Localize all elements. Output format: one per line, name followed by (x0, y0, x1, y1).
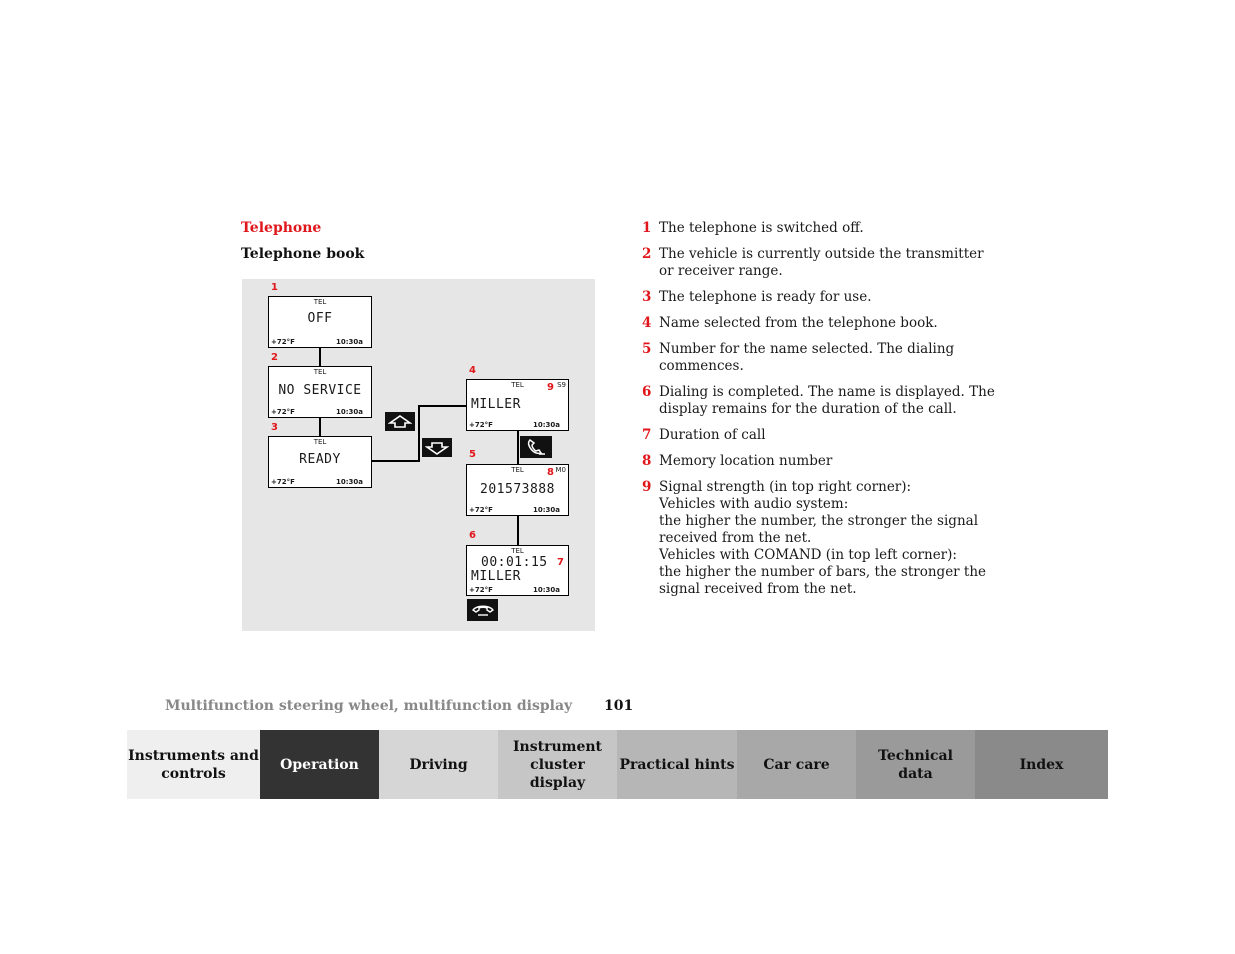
connector-line (418, 405, 420, 462)
item-number: 9 (642, 479, 652, 495)
tab-index[interactable]: Index (975, 730, 1108, 799)
display-clock: 10:30a (532, 506, 560, 514)
callout-number: 2 (271, 352, 278, 363)
display-clock: 10:30a (335, 408, 363, 416)
subsection-title: Telephone book (241, 246, 365, 262)
display-tel-label: TEL (313, 368, 327, 376)
display-tel-label: TEL (511, 466, 524, 474)
connector-line (319, 347, 321, 367)
connector-line (517, 515, 519, 546)
display-call-duration: 00:01:15 (481, 555, 548, 570)
page-number: 101 (604, 698, 634, 714)
callout-number: 5 (469, 449, 476, 460)
callout-number: 6 (469, 530, 476, 541)
display-temperature: +72°F (271, 338, 295, 346)
item-number: 1 (642, 220, 652, 236)
connector-line (517, 431, 519, 466)
item-subline: the higher the number, the stronger the … (659, 513, 979, 546)
telephone-book-figure: 1 TEL OFF +72°F 10:30a 2 TEL NO SERVICE … (242, 279, 595, 631)
list-item: 2 The vehicle is currently outside the tr… (642, 246, 1002, 280)
callout-number: 7 (557, 557, 564, 568)
item-text: The vehicle is currently outside the tra… (659, 246, 984, 279)
item-text: Duration of call (659, 427, 766, 443)
list-item: 5 Number for the name selected. The diali… (642, 341, 1002, 375)
callout-number: 3 (271, 422, 278, 433)
list-item: 6 Dialing is completed. The name is displ… (642, 384, 1002, 418)
display-clock: 10:30a (335, 338, 363, 346)
tab-instrument-cluster-display[interactable]: Instrument cluster display (498, 730, 617, 799)
display-signal-strength: S9 (557, 381, 566, 389)
phone-send-icon (520, 436, 552, 458)
display-clock: 10:30a (532, 421, 560, 429)
item-text: Memory location number (659, 453, 833, 469)
display-main-text: OFF (307, 311, 333, 326)
item-text: Number for the name selected. The dialin… (659, 341, 955, 374)
item-text: The telephone is switched off. (659, 220, 864, 236)
item-number: 5 (642, 341, 652, 357)
display-tel-label: TEL (313, 298, 327, 306)
display-temperature: +72°F (469, 421, 493, 429)
callout-number: 8 (547, 467, 554, 478)
phone-end-icon (467, 599, 498, 621)
tab-operation[interactable]: Operation (260, 730, 379, 799)
footer-chapter-title: Multifunction steering wheel, multifunct… (165, 698, 573, 714)
tab-practical-hints[interactable]: Practical hints (617, 730, 737, 799)
item-number: 7 (642, 427, 652, 443)
display-memory-location: M0 (555, 466, 567, 474)
callout-number: 4 (469, 365, 476, 376)
item-subline: the higher the number of bars, the stron… (659, 564, 987, 597)
list-item: 7 Duration of call (642, 427, 1002, 444)
list-item: 8 Memory location number (642, 453, 1002, 470)
tab-driving[interactable]: Driving (379, 730, 498, 799)
tab-instruments-and-controls[interactable]: Instruments and controls (127, 730, 260, 799)
display-tel-label: TEL (313, 438, 327, 446)
display-main-text: MILLER (471, 397, 521, 412)
list-item: 3 The telephone is ready for use. (642, 289, 1002, 306)
display-name-selected: TEL S9 9 MILLER +72°F 10:30a (466, 379, 569, 431)
display-clock: 10:30a (532, 586, 560, 594)
item-text: Signal strength (in top right corner): (659, 479, 912, 495)
item-subline: Vehicles with audio system: (659, 496, 849, 512)
tab-technical-data[interactable]: Technical data (856, 730, 975, 799)
item-number: 4 (642, 315, 652, 331)
display-main-text: MILLER (471, 569, 521, 584)
tab-car-care[interactable]: Car care (737, 730, 856, 799)
display-off: TEL OFF +72°F 10:30a (268, 296, 372, 348)
section-title: Telephone (241, 220, 322, 236)
item-text: Dialing is completed. The name is displa… (659, 384, 995, 417)
list-item: 4 Name selected from the telephone book. (642, 315, 1002, 332)
display-temperature: +72°F (271, 478, 295, 486)
item-text: Name selected from the telephone book. (659, 315, 938, 331)
display-temperature: +72°F (469, 586, 493, 594)
display-tel-label: TEL (511, 381, 524, 389)
chapter-tab-bar: Instruments and controls Operation Drivi… (127, 730, 1108, 799)
callout-number: 1 (271, 282, 278, 293)
connector-line (319, 417, 321, 437)
list-item: 9 Signal strength (in top right corner):… (642, 479, 1002, 598)
display-temperature: +72°F (469, 506, 493, 514)
legend-list: 1 The telephone is switched off. 2 The veh… (642, 220, 1002, 607)
display-no-service: TEL NO SERVICE +72°F 10:30a (268, 366, 372, 418)
item-subline: Vehicles with COMAND (in top left corner… (659, 547, 957, 563)
arrow-up-icon (385, 412, 415, 431)
display-ready: TEL READY +72°F 10:30a (268, 436, 372, 488)
item-number: 2 (642, 246, 652, 262)
display-temperature: +72°F (271, 408, 295, 416)
display-main-text: READY (299, 452, 341, 467)
display-main-text: 201573888 (480, 482, 555, 497)
item-number: 8 (642, 453, 652, 469)
display-main-text: NO SERVICE (278, 383, 362, 398)
display-call-active: TEL 00:01:15 7 MILLER +72°F 10:30a (466, 545, 569, 596)
display-clock: 10:30a (335, 478, 363, 486)
arrow-down-icon (422, 438, 452, 457)
callout-number: 9 (547, 382, 554, 393)
list-item: 1 The telephone is switched off. (642, 220, 1002, 237)
display-tel-label: TEL (511, 547, 524, 555)
connector-line (371, 460, 418, 462)
display-dialing-number: TEL M0 8 201573888 +72°F 10:30a (466, 464, 569, 516)
item-number: 6 (642, 384, 652, 400)
item-text: The telephone is ready for use. (659, 289, 872, 305)
item-number: 3 (642, 289, 652, 305)
connector-line (418, 405, 466, 407)
